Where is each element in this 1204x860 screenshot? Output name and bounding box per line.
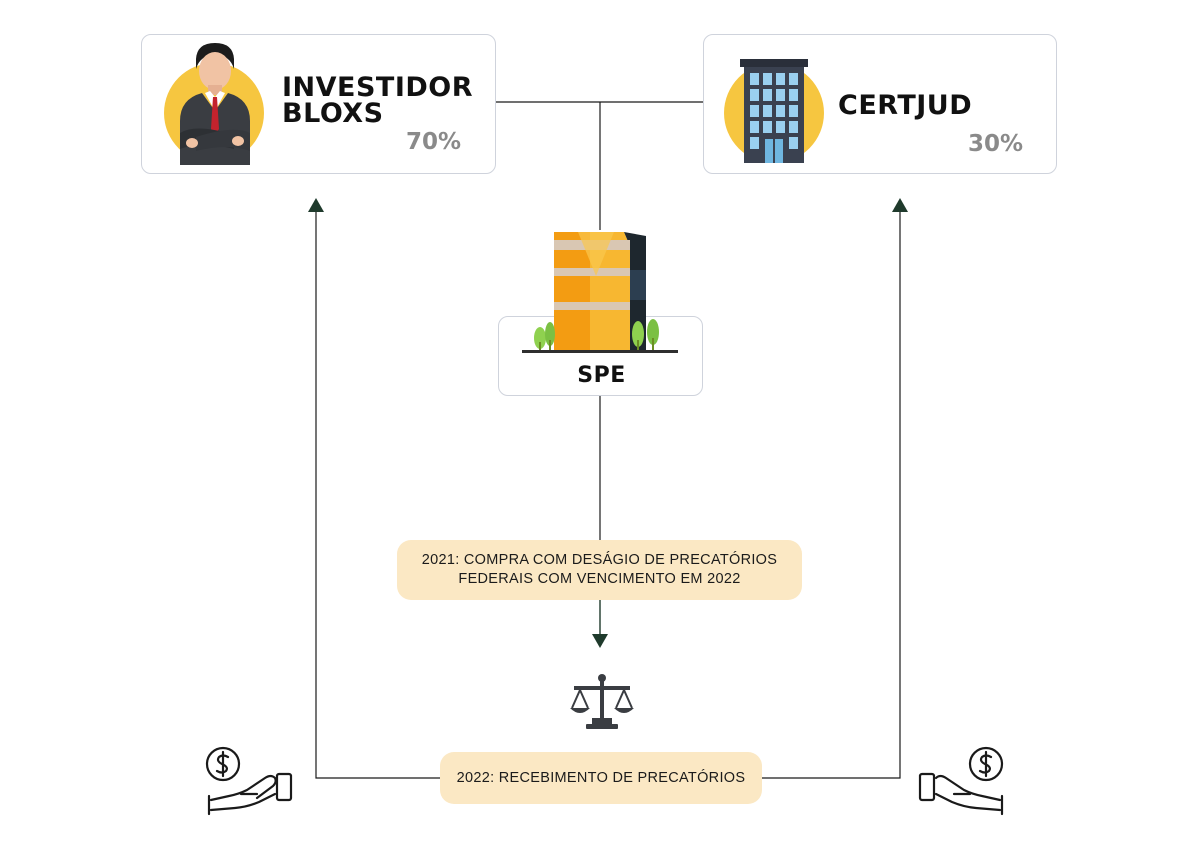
spe-label: SPE <box>577 363 626 388</box>
step-2022-pill: 2022: RECEBIMENTO DE PRECATÓRIOS <box>440 752 762 804</box>
step-2021-line2: FEDERAIS COM VENCIMENTO EM 2022 <box>458 571 741 587</box>
investor-title: INVESTIDOR BLOXS <box>282 72 474 129</box>
investor-card: INVESTIDOR BLOXS 70% <box>141 34 496 174</box>
right-return-line <box>762 212 901 779</box>
step-2021-pill: 2021: COMPRA COM DESÁGIO DE PRECATÓRIOS … <box>397 540 802 600</box>
certjud-share: 30% <box>968 131 1024 157</box>
businessman-icon <box>180 43 250 165</box>
hand-money-icon <box>918 746 1004 816</box>
left-return-line <box>315 212 440 779</box>
hand-money-icon <box>205 746 293 816</box>
investor-share: 70% <box>406 129 462 155</box>
office-building-icon <box>740 59 808 163</box>
left-up-arrowhead <box>308 198 324 212</box>
balance-scale-icon <box>570 674 634 729</box>
investor-title-line2: BLOXS <box>282 98 384 129</box>
down-arrowhead <box>592 634 608 648</box>
spe-building-icon <box>522 232 678 353</box>
step-2021-line1: 2021: COMPRA COM DESÁGIO DE PRECATÓRIOS <box>421 552 778 568</box>
certjud-title: CERTJUD <box>838 90 973 121</box>
right-up-arrowhead <box>892 198 908 212</box>
certjud-card: CERTJUD 30% <box>703 34 1057 174</box>
investor-title-line1: INVESTIDOR <box>282 72 474 103</box>
